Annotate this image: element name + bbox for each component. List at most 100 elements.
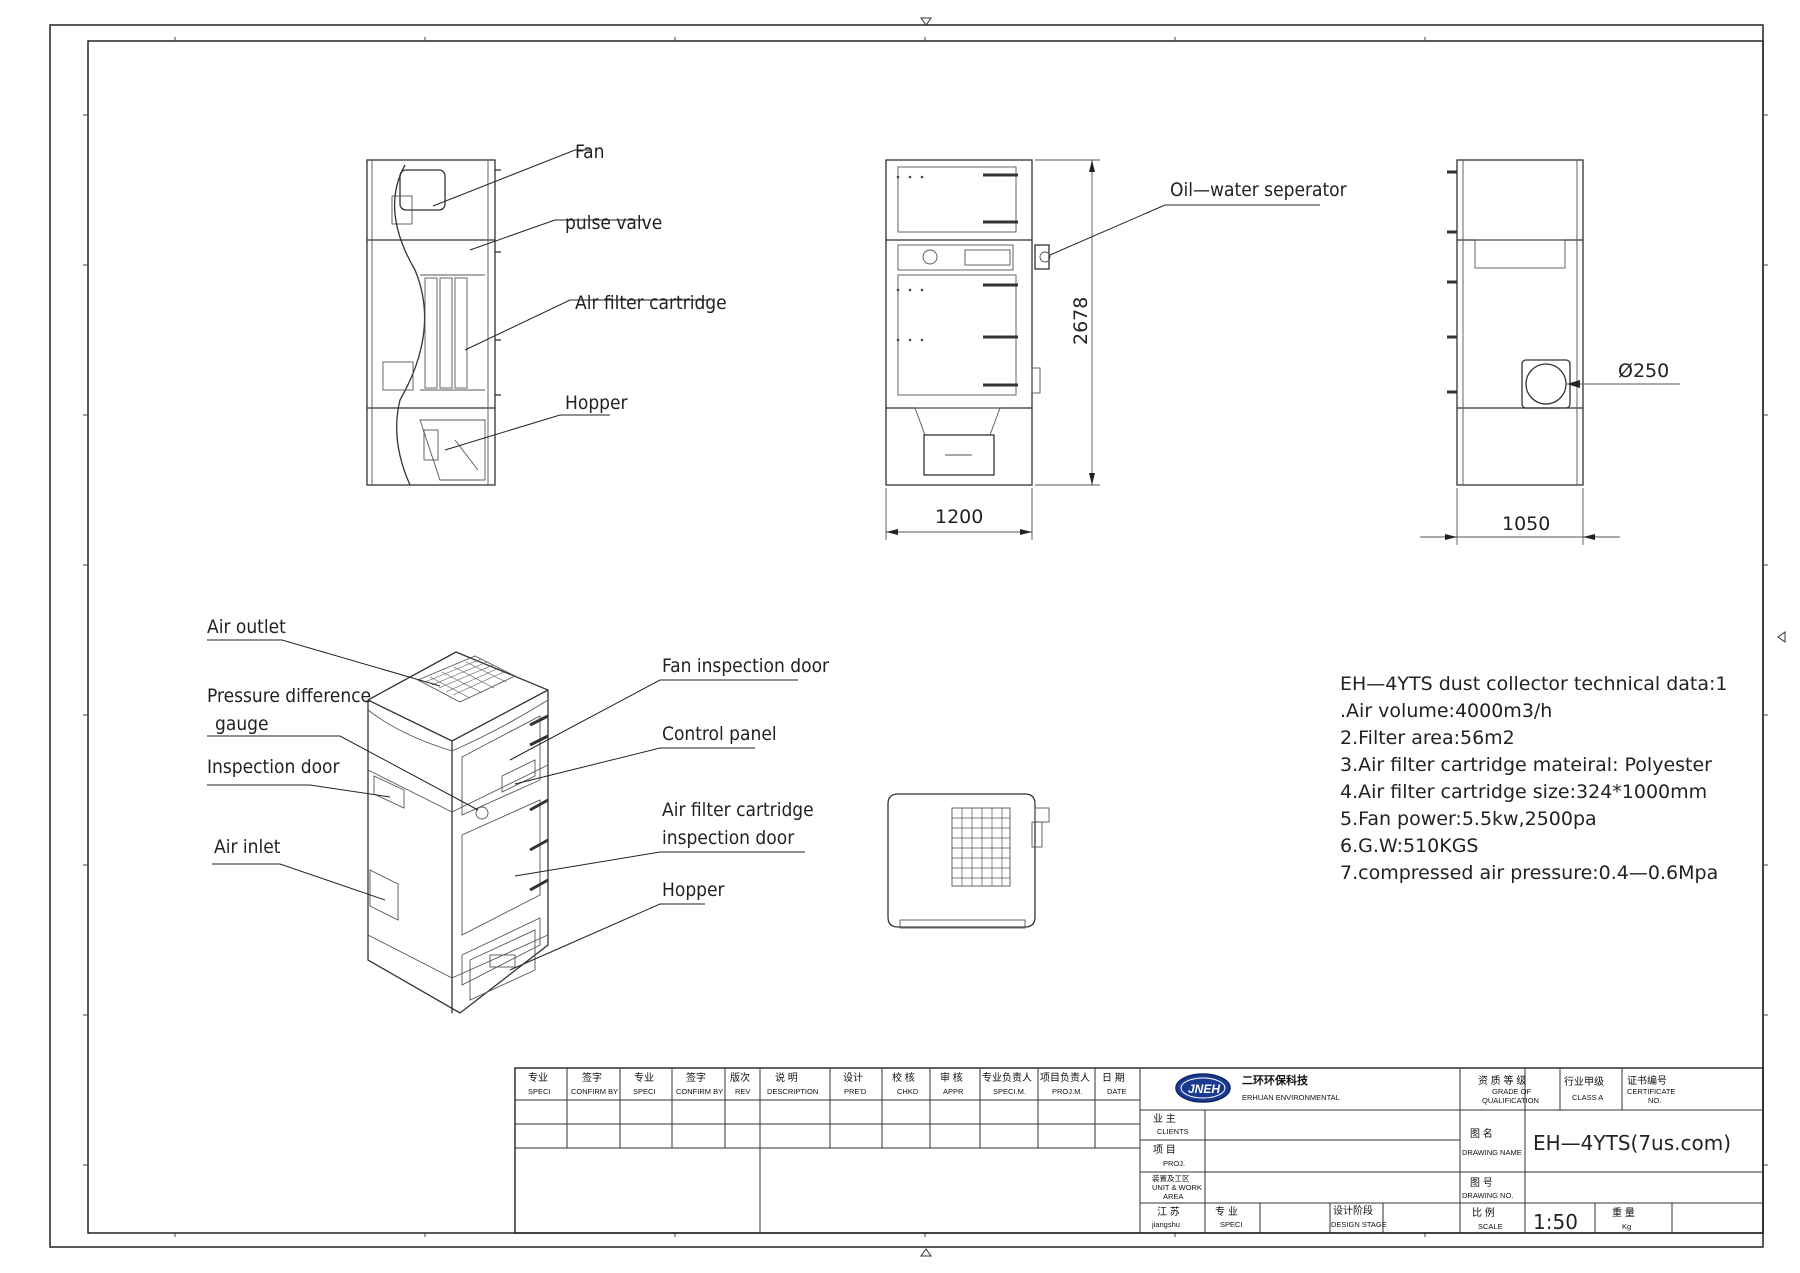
- drawing-name-en: DRAWING NAME: [1462, 1148, 1522, 1157]
- grade-en-1: GRADE OF: [1492, 1087, 1532, 1096]
- air-outlet-leader: [207, 639, 441, 687]
- rev-header-en: CONFIRM BY: [676, 1087, 723, 1096]
- stage-en: DESIGN STAGE: [1331, 1220, 1387, 1229]
- dimension-inlet-diameter: Ø250: [1618, 360, 1669, 382]
- oil-water-separator-label: Oil—water seperator: [1170, 179, 1348, 201]
- rev-header-en: DESCRIPTION: [767, 1087, 818, 1096]
- spec-line: 3.Air filter cartridge mateiral: Polyest…: [1340, 754, 1712, 776]
- dimension-depth-side: 1050: [1502, 513, 1550, 535]
- center-mark-top-icon: [920, 17, 932, 26]
- rev-header-cn: 签字: [582, 1071, 602, 1084]
- center-mark-right-icon: [1777, 631, 1786, 643]
- weight-en: Kg: [1622, 1222, 1631, 1231]
- spec-line: 5.Fan power:5.5kw,2500pa: [1340, 808, 1597, 830]
- drawing-name-cn: 图 名: [1470, 1127, 1493, 1140]
- rev-header-cn: 签字: [686, 1071, 706, 1084]
- drawing-no-en: DRAWING NO.: [1462, 1191, 1513, 1200]
- class-en: CLASS A: [1572, 1093, 1603, 1102]
- control-panel-label: Control panel: [662, 723, 777, 745]
- oil-water-leader: [1049, 204, 1320, 256]
- front-view: [885, 159, 1051, 486]
- title-block: 专业 SPECI 签字 CONFIRM BY 专业 SPECI 签字 CONFI…: [514, 1067, 1764, 1234]
- speci-en: SPECI: [1220, 1220, 1243, 1229]
- technical-data: EH—4YTS dust collector technical data:1 …: [1340, 673, 1728, 884]
- logo-text: JNEH: [1188, 1082, 1220, 1096]
- filter-door-label-2: inspection door: [662, 827, 795, 849]
- pressure-gauge-label-2: gauge: [215, 713, 269, 735]
- rev-header-cn: 版次: [730, 1071, 750, 1084]
- rev-header-cn: 专业: [634, 1071, 654, 1084]
- drawing-name-value: EH—4YTS(7us.com): [1533, 1131, 1731, 1155]
- rev-header-en: SPECI.M.: [993, 1087, 1026, 1096]
- rev-header-cn: 日 期: [1102, 1072, 1125, 1084]
- rev-header-en: CHKD: [897, 1087, 919, 1096]
- isometric-view: [367, 651, 549, 1014]
- stage-cn: 设计阶段: [1333, 1204, 1373, 1217]
- pressure-gauge-label-1: Pressure difference: [207, 685, 371, 707]
- rev-header-en: DATE: [1107, 1087, 1126, 1096]
- filter-leader: [464, 299, 710, 351]
- cert-en-1: CERTIFICATE: [1627, 1087, 1675, 1096]
- inspection-door-label: Inspection door: [207, 756, 340, 778]
- center-mark-bottom-icon: [920, 1248, 932, 1257]
- border-ticks: [83, 37, 1768, 1237]
- air-outlet-label: Air outlet: [207, 616, 286, 638]
- grade-en-2: QUALIFICATION: [1482, 1096, 1539, 1105]
- speci-cn: 专 业: [1215, 1205, 1238, 1218]
- pressure-gauge-leader: [207, 735, 479, 811]
- fan-inspection-door-label: Fan inspection door: [662, 655, 830, 677]
- unit-en-1: UNIT & WORK: [1152, 1183, 1202, 1192]
- drawing-no-cn: 图 号: [1470, 1177, 1493, 1189]
- rev-header-en: SPECI: [528, 1087, 551, 1096]
- grade-cn: 资 质 等 级: [1478, 1074, 1526, 1087]
- air-filter-cartridge-label: Alr filter cartridge: [575, 292, 727, 314]
- dimension-height: 2678: [1070, 297, 1092, 345]
- spec-title: EH—4YTS dust collector technical data:1: [1340, 673, 1728, 695]
- side-view: [1447, 159, 1584, 486]
- control-panel-leader: [514, 747, 755, 785]
- spec-line: 4.Air filter cartridge size:324*1000mm: [1340, 781, 1707, 803]
- fan-leader: [432, 149, 590, 207]
- rev-header-cn: 设计: [843, 1071, 863, 1084]
- scale-value: 1:50: [1533, 1210, 1578, 1234]
- unit-cn: 装置及工区: [1152, 1173, 1190, 1183]
- company-logo: [1175, 1073, 1231, 1103]
- filter-door-label-1: Air filter cartridge: [662, 799, 814, 821]
- hopper-label-top: Hopper: [565, 392, 629, 414]
- rev-header-en: APPR: [943, 1087, 964, 1096]
- rev-header-cn: 说 明: [775, 1071, 798, 1084]
- air-inlet-leader: [212, 863, 386, 901]
- fan-door-leader: [509, 679, 798, 761]
- rev-header-cn: 专业: [528, 1071, 548, 1084]
- rev-header-cn: 校 核: [892, 1071, 915, 1084]
- rev-header-cn: 项目负责人: [1040, 1071, 1090, 1084]
- hopper-leader-iso: [509, 903, 705, 971]
- cert-cn: 证书编号: [1627, 1074, 1667, 1087]
- clients-en: CLIENTS: [1157, 1127, 1189, 1136]
- inner-border: [87, 40, 1764, 1234]
- rev-header-cn: 审 核: [940, 1071, 963, 1084]
- rev-header-en: SPECI: [633, 1087, 656, 1096]
- company-name-en: ERHUAN ENVIRONMENTAL: [1242, 1093, 1340, 1102]
- unit-en-2: AREA: [1163, 1192, 1183, 1201]
- rev-header-en: CONFIRM BY: [571, 1087, 618, 1096]
- fan-label: Fan: [575, 141, 604, 163]
- rev-header-cn: 专业负责人: [982, 1071, 1032, 1084]
- side-section-view: [366, 159, 501, 486]
- province-cn: 江 苏: [1157, 1205, 1180, 1218]
- spec-line: 6.G.W:510KGS: [1340, 835, 1478, 857]
- dimension-width-front: 1200: [935, 506, 983, 528]
- side-dimensions: [1420, 380, 1680, 545]
- rev-header-en: PROJ.M.: [1052, 1087, 1082, 1096]
- pulse-valve-leader: [469, 219, 645, 251]
- pulse-valve-label: pulse valve: [565, 212, 662, 234]
- clients-cn: 业 主: [1153, 1113, 1176, 1125]
- scale-cn: 比 例: [1472, 1206, 1495, 1219]
- top-view: [887, 793, 1050, 929]
- rev-header-en: PRE'D: [844, 1087, 867, 1096]
- proj-cn: 项 目: [1153, 1144, 1176, 1156]
- class-cn: 行业甲级: [1564, 1075, 1604, 1088]
- hopper-leader-top: [444, 414, 610, 451]
- filter-door-leader: [514, 851, 805, 877]
